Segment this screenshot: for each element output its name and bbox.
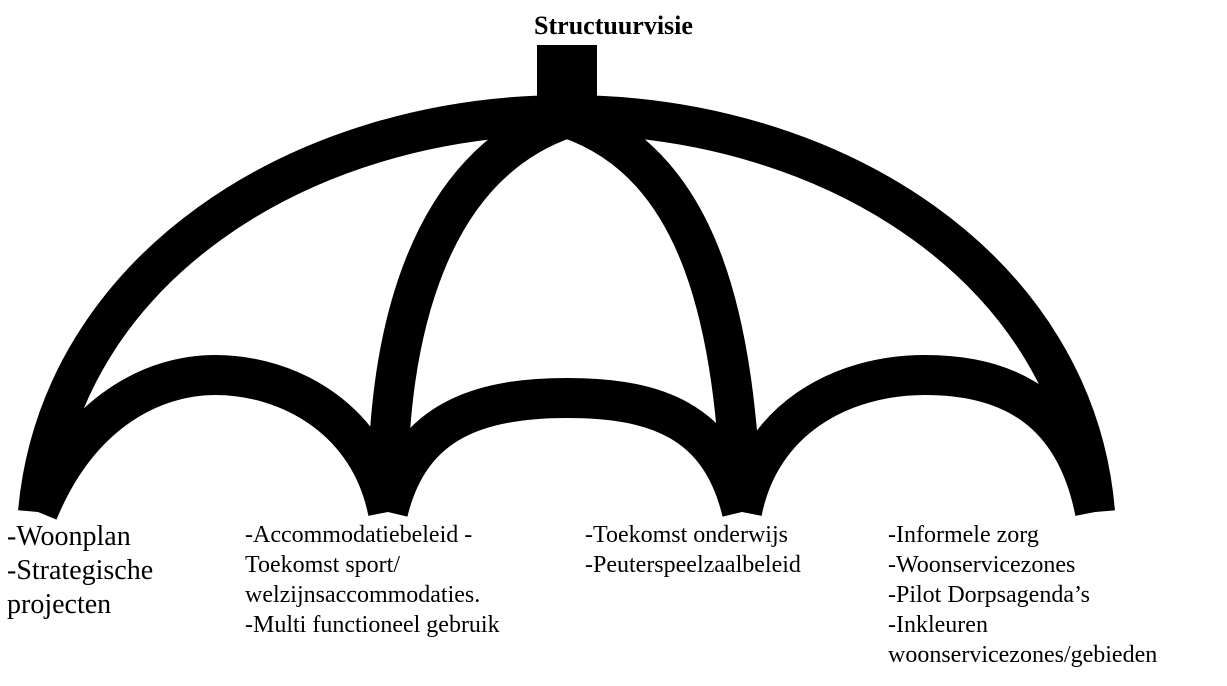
list-item: welzijnsaccommodaties. xyxy=(245,582,481,608)
umbrella-scallop-2 xyxy=(368,378,762,518)
umbrella-canopy xyxy=(18,95,1115,514)
column-4-list: -Informele zorg -Woonservicezones -Pilot… xyxy=(888,520,1157,670)
list-item: woonservicezones/gebieden xyxy=(888,642,1158,668)
list-item: -Informele zorg xyxy=(888,522,1039,548)
list-item: Toekomst sport/ xyxy=(245,552,400,578)
column-2-list: -Accommodatiebeleid - Toekomst sport/ we… xyxy=(245,520,500,640)
umbrella-scallop-1 xyxy=(19,355,408,520)
list-item: -Toekomst onderwijs xyxy=(585,522,788,548)
list-item: -Inkleuren xyxy=(888,612,988,638)
umbrella-rib-right xyxy=(560,99,762,513)
umbrella-rib-left xyxy=(367,99,574,513)
umbrella-scallop-3 xyxy=(722,355,1115,517)
list-item: -Pilot Dorpsagenda’s xyxy=(888,582,1090,608)
column-1-list: -Woonplan -Strategische projecten xyxy=(7,520,153,622)
list-item: -Peuterspeelzaalbeleid xyxy=(585,552,801,578)
list-item: -Woonplan xyxy=(7,521,131,552)
list-item: -Woonservicezones xyxy=(888,552,1076,578)
list-item: -Multi functioneel gebruik xyxy=(245,612,500,638)
list-item: projecten xyxy=(7,589,112,620)
diagram-title: Structuurvisie xyxy=(534,11,693,40)
list-item: -Strategische xyxy=(7,555,154,586)
column-3-list: -Toekomst onderwijs -Peuterspeelzaalbele… xyxy=(585,520,801,580)
list-item: -Accommodatiebeleid - xyxy=(245,522,473,548)
